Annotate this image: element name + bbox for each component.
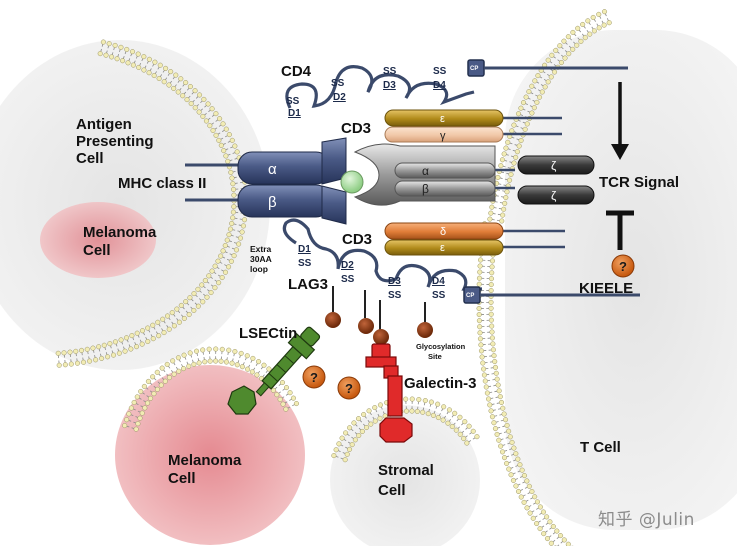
cd4-molecule	[285, 59, 628, 109]
lsectin-molecule	[227, 326, 321, 415]
label-kieele: KIEELE	[579, 280, 633, 297]
galectin-head	[379, 417, 413, 443]
glyco-ball-2	[358, 318, 374, 334]
question-icon-3	[611, 254, 635, 278]
lag3-chain	[282, 218, 482, 291]
label-lag3: LAG3	[288, 276, 328, 293]
melanoma-left-body	[40, 202, 156, 278]
lag3-molecule	[282, 218, 640, 345]
label-cd4: CD4	[281, 63, 312, 80]
cd4-d2: D2	[333, 92, 346, 103]
label-t-cell: T Cell	[580, 439, 621, 456]
tcr-complex	[340, 143, 595, 206]
mhc-beta-domain	[237, 184, 331, 218]
glyco-ball-4	[417, 322, 433, 338]
label-galectin: Galectin-3	[404, 375, 477, 392]
cd4-d1: D1	[288, 108, 301, 119]
mhc-alpha-domain	[237, 151, 331, 185]
cd3-bottom-complex	[384, 222, 565, 256]
tcr-alpha-chain	[394, 162, 496, 179]
label-mhc: MHC class II	[118, 175, 206, 192]
zeta-bottom-label: ζ	[551, 189, 557, 203]
question-mark-3: ?	[619, 259, 627, 274]
label-cd3-top: CD3	[341, 120, 371, 137]
zeta-bottom	[517, 185, 595, 205]
cd4-ss-2: SS	[331, 78, 345, 89]
cd4-cp-label: CP	[470, 66, 478, 72]
cd3-top-complex	[384, 109, 562, 143]
label-tcr-signal: TCR Signal	[599, 174, 679, 191]
lag3-ss-3: SS	[388, 290, 402, 301]
lag3-d2: D2	[341, 260, 354, 271]
cd3-epsilon-bottom	[384, 239, 504, 256]
t-cell-body	[505, 30, 737, 530]
melanoma-bottom-body	[115, 365, 305, 545]
question-mark-2: ?	[345, 381, 353, 396]
label-melanoma-bottom: Melanoma Cell	[168, 452, 246, 487]
zeta-top	[517, 155, 595, 175]
cd3-delta	[384, 222, 504, 240]
question-icon-1	[302, 365, 326, 389]
zeta-top-label: ζ	[551, 159, 557, 173]
tcr-signal-arrowhead	[611, 144, 629, 160]
lag3-d3: D3	[388, 276, 401, 287]
watermark: 知乎 @Julin	[598, 510, 695, 530]
cd3-gamma-label: γ	[440, 130, 446, 142]
label-extra-loop: Extra 30AA loop	[250, 244, 274, 274]
mhc-beta1-fold	[321, 185, 347, 225]
tcr-beta-label: β	[422, 182, 429, 196]
cd3-epsilon-bottom-label: ε	[440, 242, 445, 254]
lsectin-head	[227, 385, 257, 415]
cd4-ss-4: SS	[433, 66, 447, 77]
cd4-d3: D3	[383, 80, 396, 91]
mhc-beta-label: β	[268, 194, 277, 211]
lag3-cp-label: CP	[466, 293, 474, 299]
cd4-ss-3: SS	[383, 66, 397, 77]
question-mark-1: ?	[310, 370, 318, 385]
cd3-delta-label: δ	[440, 226, 446, 238]
mhc-alpha-label: α	[268, 161, 277, 178]
glyco-ball-3	[373, 329, 389, 345]
lag3-ss-4: SS	[432, 290, 446, 301]
apc-cell-body	[0, 40, 270, 370]
stromal-cell-body	[330, 405, 480, 546]
tcr-beta-chain	[394, 180, 496, 197]
label-glyco: Glycosylation Site	[416, 342, 467, 361]
tcr-alpha-label: α	[422, 164, 429, 178]
cd4-d4: D4	[433, 80, 446, 91]
cd3-epsilon-top	[384, 109, 504, 127]
cd3-epsilon-top-label: ε	[440, 113, 445, 125]
mhc-class-ii	[185, 137, 347, 225]
lag3-ss-1: SS	[298, 258, 312, 269]
cd4-ss-1: SS	[286, 96, 300, 107]
glyco-ball-1	[325, 312, 341, 328]
label-melanoma-left: Melanoma Cell	[83, 224, 161, 259]
question-icon-2	[337, 376, 361, 400]
label-apc: Antigen Presenting Cell	[76, 116, 158, 167]
cd3-gamma	[384, 126, 504, 143]
lag3-ss-2: SS	[341, 274, 355, 285]
lag3-d1: D1	[298, 244, 311, 255]
peptide	[340, 170, 364, 194]
label-lsectin: LSECtin	[239, 325, 297, 342]
label-cd3-bottom: CD3	[342, 231, 372, 248]
galectin3-molecule	[365, 343, 413, 443]
cd4-chain	[285, 65, 475, 109]
lag3-d4: D4	[432, 276, 445, 287]
label-stromal: Stromal Cell	[378, 462, 438, 499]
